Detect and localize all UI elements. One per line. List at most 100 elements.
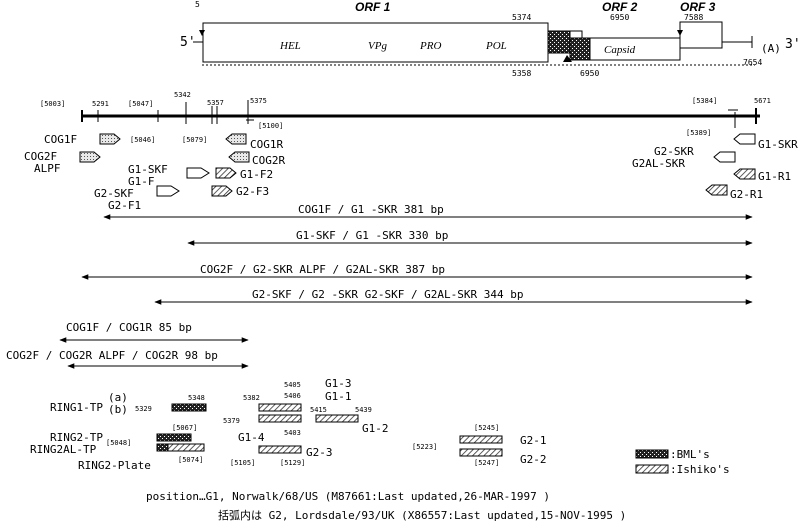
primer-label-g2-r1: G2-R1 xyxy=(730,188,763,201)
poly-a-label: (A) xyxy=(761,42,781,55)
probe-g2-2 xyxy=(459,448,503,457)
pos-label: 6950 xyxy=(580,69,599,78)
primer-g1-skf xyxy=(186,167,210,179)
primer-set: COG1F COG2F ALPF G1-SKF G1-F G2-SKF G2-F… xyxy=(24,133,798,212)
pos-label: 5358 xyxy=(512,69,531,78)
probe-label-ring2plate: RING2-Plate xyxy=(78,459,151,472)
probe-g1-4 xyxy=(258,445,302,454)
pos-label: 5342 xyxy=(174,91,191,99)
primer-label-g1-f2: G1-F2 xyxy=(240,168,273,181)
primer-label-g1-f: G1-F xyxy=(128,175,155,188)
amplicon-label: G2-SKF / G2 -SKR G2-SKF / G2AL-SKR 344 b… xyxy=(252,288,524,301)
five-prime-label: 5' xyxy=(180,35,196,50)
pos-label: [5105] xyxy=(230,459,255,467)
domain-vpg: VPg xyxy=(368,40,387,52)
primer-label-cog2f: COG2F xyxy=(24,150,57,163)
amplicon-set: COG1F / G1 -SKR 381 bp G1-SKF / G1 -SKR … xyxy=(6,203,753,369)
pos-label: 6950 xyxy=(610,13,629,22)
primer-cog2r xyxy=(228,151,250,163)
probe-label-ring2al: RING2AL-TP xyxy=(30,443,97,456)
pos-label: 5291 xyxy=(92,100,109,108)
primer-cog2f xyxy=(79,151,101,163)
pos-label: [5389] xyxy=(686,129,711,137)
probe-name: G2-2 xyxy=(520,453,547,466)
legend-swatch-bml xyxy=(635,449,669,459)
pos-label: [5048] xyxy=(106,439,131,447)
pos-label: [5384] xyxy=(692,97,717,105)
pos-label: 5403 xyxy=(284,429,301,437)
pos-label: [5046] xyxy=(130,136,155,144)
pos-label: 5671 xyxy=(754,97,771,105)
primer-label-g2al-skr: G2AL-SKR xyxy=(632,157,685,170)
pos-label: 5375 xyxy=(250,97,267,105)
probe-name: G2-3 xyxy=(306,446,333,459)
pos-label: 5357 xyxy=(207,99,224,107)
domain-hel: HEL xyxy=(279,40,301,52)
primer-label-g2-f3: G2-F3 xyxy=(236,185,269,198)
domain-pro: PRO xyxy=(419,40,441,52)
legend-swatch-ishiko xyxy=(635,464,669,474)
amplicon-label: G1-SKF / G1 -SKR 330 bp xyxy=(296,229,448,242)
primer-label-g2-f1: G2-F1 xyxy=(108,199,141,212)
pos-label: [5074] xyxy=(178,456,203,464)
pos-label: [5047] xyxy=(128,100,153,108)
primer-label-cog1r: COG1R xyxy=(250,138,283,151)
primer-label-g2-skf: G2-SKF xyxy=(94,187,134,200)
footer-reference-g1: position…G1, Norwalk/68/US (M87661:Last … xyxy=(146,490,550,503)
probe-label-ring1: RING1-TP xyxy=(50,401,103,414)
primer-g2-skr xyxy=(713,151,736,163)
probe-subset-b: (b) xyxy=(108,403,128,416)
probe-g1-2 xyxy=(315,414,359,423)
probe-g1-3 xyxy=(258,403,302,412)
pos-label: [5100] xyxy=(258,122,283,130)
probe-g2-1 xyxy=(459,435,503,444)
pos-label: [5247] xyxy=(474,459,499,467)
pos-label: 5379 xyxy=(223,417,240,425)
primer-label-g2-skr: G2-SKR xyxy=(654,145,694,158)
three-prime-label: 3' xyxy=(785,37,800,52)
pos-label: 5382 xyxy=(243,394,260,402)
pos-label: [5067] xyxy=(172,424,197,432)
domain-capsid: Capsid xyxy=(604,44,636,56)
pos-label: 5406 xyxy=(284,392,301,400)
pos-label: 5 xyxy=(195,0,200,9)
orf2-label: ORF 2 xyxy=(602,0,638,14)
orf2-box xyxy=(589,37,681,61)
probe-ring1-bml xyxy=(171,403,207,412)
domain-pol: POL xyxy=(485,40,507,52)
pos-label: 5329 xyxy=(135,405,152,413)
primer-g1-f2 xyxy=(215,167,237,179)
amplicon-label: COG1F / G1 -SKR 381 bp xyxy=(298,203,444,216)
primer-g1-skr xyxy=(733,133,756,145)
amplicon-label: COG2F / G2-SKR ALPF / G2AL-SKR 387 bp xyxy=(200,263,445,276)
amplicon-label: COG2F / COG2R ALPF / COG2R 98 bp xyxy=(6,349,218,362)
primer-g2-f3 xyxy=(211,185,233,197)
probe-label-ring2: RING2-TP xyxy=(50,431,103,444)
pos-label: 5439 xyxy=(355,406,372,414)
probe-name: G2-1 xyxy=(520,434,547,447)
orf3-box xyxy=(679,21,723,49)
pos-label: 5374 xyxy=(512,13,531,22)
probe-ring2-plate xyxy=(167,443,205,452)
pos-label: [5223] xyxy=(412,443,437,451)
primer-label-cog1f: COG1F xyxy=(44,133,77,146)
pos-label: 5405 xyxy=(284,381,301,389)
genome-map: 5' 3' (A) ORF 1 ORF 2 ORF 3 HEL VPg PRO … xyxy=(180,0,800,78)
probe-name: G1-2 xyxy=(362,422,389,435)
orf3-label: ORF 3 xyxy=(680,0,716,14)
pos-label: 5348 xyxy=(188,394,205,402)
probe-name: G1-1 xyxy=(325,390,352,403)
primer-label-alpf: ALPF xyxy=(34,162,61,175)
primer-cog1r xyxy=(225,133,247,145)
primer-label-cog2r: COG2R xyxy=(252,154,285,167)
junction-primer-region xyxy=(547,30,571,54)
probe-set: (a) (b) RING1-TP RING2-TP RING2AL-TP RIN… xyxy=(30,377,547,472)
amplicon-label: COG1F / COG1R 85 bp xyxy=(66,321,192,334)
primer-label-g1-skf: G1-SKF xyxy=(128,163,168,176)
legend-label-bml: :BML's xyxy=(670,448,710,461)
primer-label-g1-r1: G1-R1 xyxy=(758,170,791,183)
primer-g2-skf xyxy=(156,185,180,197)
primer-g1-r1 xyxy=(733,168,756,180)
